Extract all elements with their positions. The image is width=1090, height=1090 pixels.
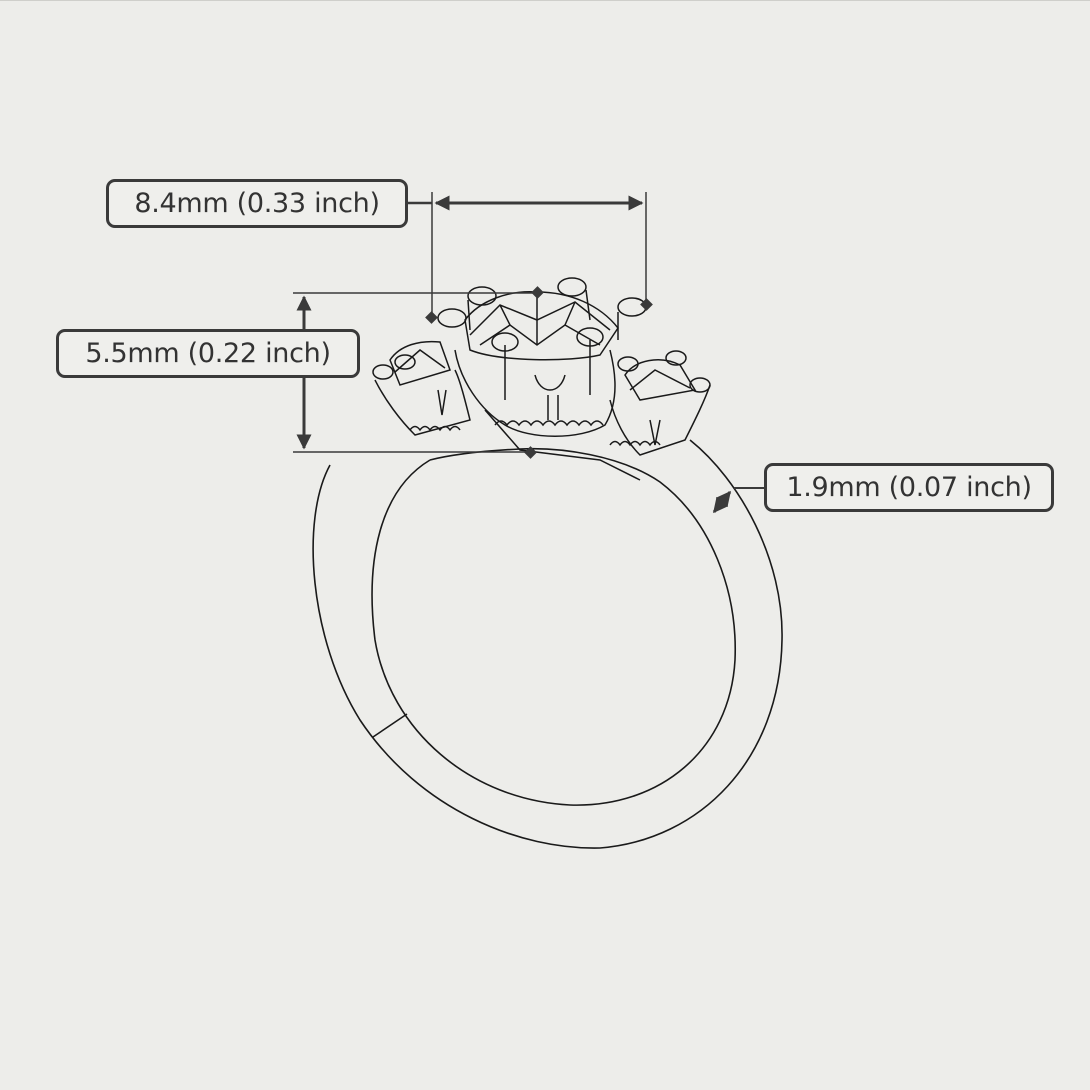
left-stone [389, 340, 451, 386]
right-prong [689, 377, 711, 393]
width-dimension-label: 8.4mm (0.33 inch) [106, 179, 408, 228]
center-prong [557, 277, 587, 297]
height-dimension-label: 5.5mm (0.22 inch) [56, 329, 360, 378]
center-stone [464, 291, 619, 361]
center-prong [437, 308, 467, 328]
band-outer-edge [312, 439, 783, 849]
right-stone [624, 359, 697, 401]
band-arrow [712, 490, 732, 514]
band-dimension [712, 487, 765, 514]
center-prong [467, 286, 497, 306]
left-prong [372, 364, 394, 380]
top-border [0, 0, 1090, 1]
ring-band [312, 439, 783, 849]
band-inner-edge [371, 447, 736, 806]
right-prong [617, 356, 639, 372]
left-prong [394, 354, 416, 370]
right-prong [665, 350, 687, 366]
center-prong [617, 297, 647, 317]
width-dimension [406, 192, 653, 324]
band-seam [372, 713, 408, 738]
center-basket [454, 349, 616, 437]
band-dimension-label: 1.9mm (0.07 inch) [764, 463, 1054, 512]
stone-setting [372, 277, 711, 481]
